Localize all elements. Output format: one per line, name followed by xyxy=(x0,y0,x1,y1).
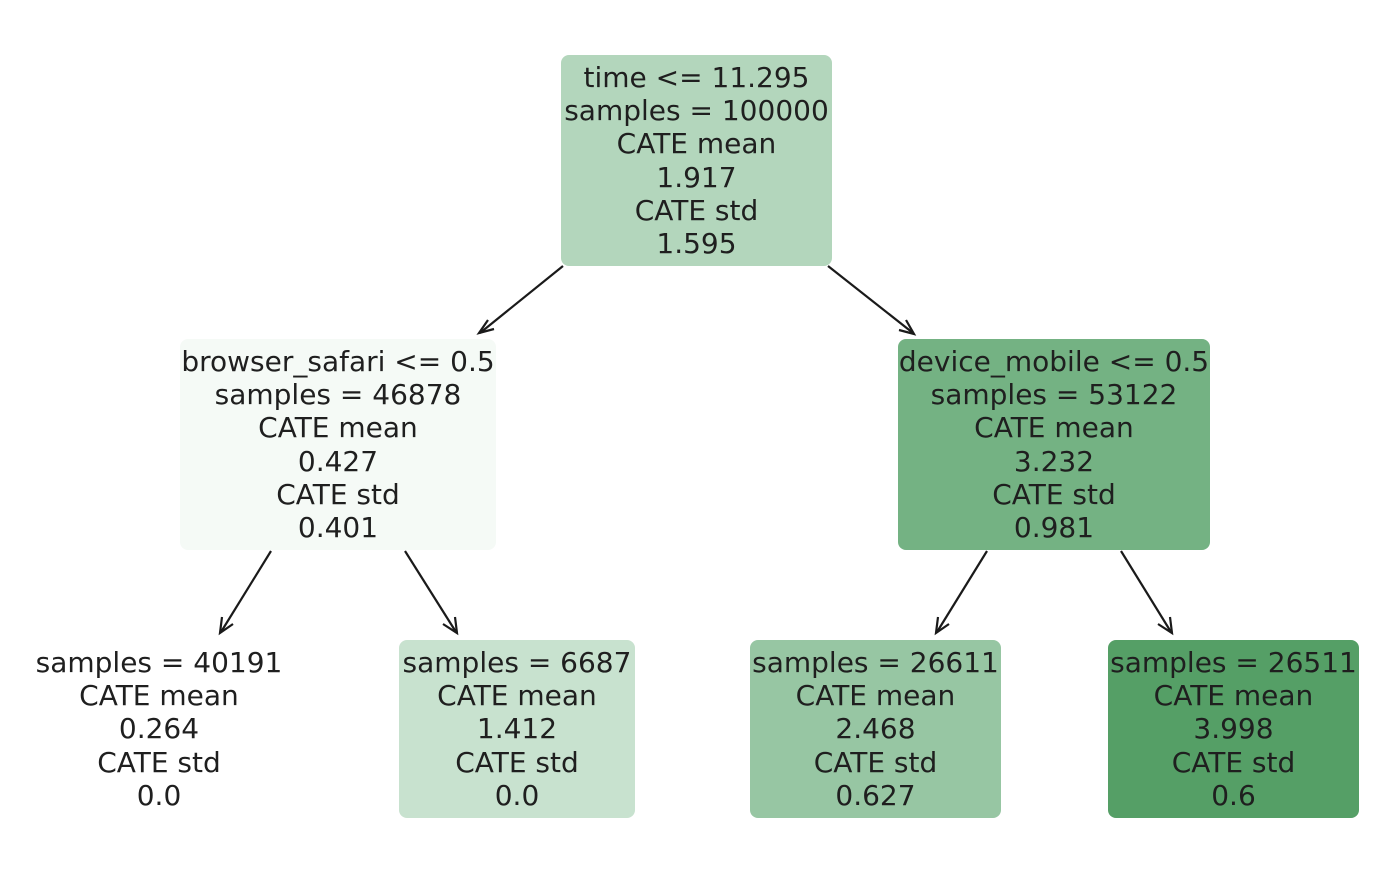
cate-mean-label: CATE mean xyxy=(616,127,777,161)
left-split-node: browser_safari <= 0.5 samples = 46878 CA… xyxy=(180,339,496,550)
cate-mean-value: 0.264 xyxy=(118,712,200,746)
cate-std-value: 0.0 xyxy=(494,778,540,812)
cate-mean-value: 0.427 xyxy=(297,444,379,478)
cate-mean-label: CATE mean xyxy=(795,679,956,713)
cate-mean-value: 3.232 xyxy=(1013,444,1095,478)
edge-root-to-right xyxy=(827,265,917,336)
cate-std-label: CATE std xyxy=(634,193,759,227)
cate-mean-label: CATE mean xyxy=(974,411,1134,445)
leaf-node-3: samples = 26611 CATE mean 2.468 CATE std… xyxy=(750,640,1001,818)
cate-std-value: 0.981 xyxy=(1013,510,1095,544)
cate-mean-label: CATE mean xyxy=(79,679,239,713)
sample-count: samples = 6687 xyxy=(402,645,632,679)
cate-mean-label: CATE mean xyxy=(258,411,418,445)
cate-std-label: CATE std xyxy=(97,745,221,779)
sample-count: samples = 26511 xyxy=(1110,645,1357,679)
cate-mean-label: CATE mean xyxy=(1153,679,1314,713)
cate-std-label: CATE std xyxy=(813,745,938,779)
cate-std-value: 0.401 xyxy=(297,510,379,544)
cate-mean-value: 1.412 xyxy=(476,712,558,746)
root-split-node: time <= 11.295 samples = 100000 CATE mea… xyxy=(561,55,832,266)
cate-mean-value: 3.998 xyxy=(1193,712,1274,746)
sample-count: samples = 40191 xyxy=(35,645,283,679)
sample-count: samples = 53122 xyxy=(930,378,1178,412)
right-split-node: device_mobile <= 0.5 samples = 53122 CAT… xyxy=(898,339,1210,550)
cate-std-label: CATE std xyxy=(276,477,400,511)
cate-mean-label: CATE mean xyxy=(437,679,597,713)
split-condition: device_mobile <= 0.5 xyxy=(898,344,1210,378)
edge-right-to-leaf4 xyxy=(1120,550,1174,636)
sample-count: samples = 26611 xyxy=(752,645,999,679)
cate-std-value: 0.6 xyxy=(1211,778,1256,812)
cate-std-label: CATE std xyxy=(1171,745,1296,779)
cate-std-value: 1.595 xyxy=(656,226,737,260)
sample-count: samples = 100000 xyxy=(564,94,829,128)
leaf-node-1: samples = 40191 CATE mean 0.264 CATE std… xyxy=(24,640,294,818)
split-condition: time <= 11.295 xyxy=(583,60,810,94)
cate-mean-value: 1.917 xyxy=(656,160,737,194)
edge-left-to-leaf1 xyxy=(218,550,272,636)
cate-mean-value: 2.468 xyxy=(835,712,916,746)
edge-left-to-leaf2 xyxy=(404,550,459,636)
cate-std-value: 0.627 xyxy=(835,778,916,812)
edge-right-to-leaf3 xyxy=(934,550,988,636)
split-condition: browser_safari <= 0.5 xyxy=(181,344,495,378)
cate-std-label: CATE std xyxy=(455,745,579,779)
cate-std-value: 0.0 xyxy=(136,778,182,812)
edge-root-to-left xyxy=(476,265,564,335)
leaf-node-2: samples = 6687 CATE mean 1.412 CATE std … xyxy=(399,640,635,818)
sample-count: samples = 46878 xyxy=(214,378,462,412)
leaf-node-4: samples = 26511 CATE mean 3.998 CATE std… xyxy=(1108,640,1359,818)
cate-std-label: CATE std xyxy=(992,477,1116,511)
